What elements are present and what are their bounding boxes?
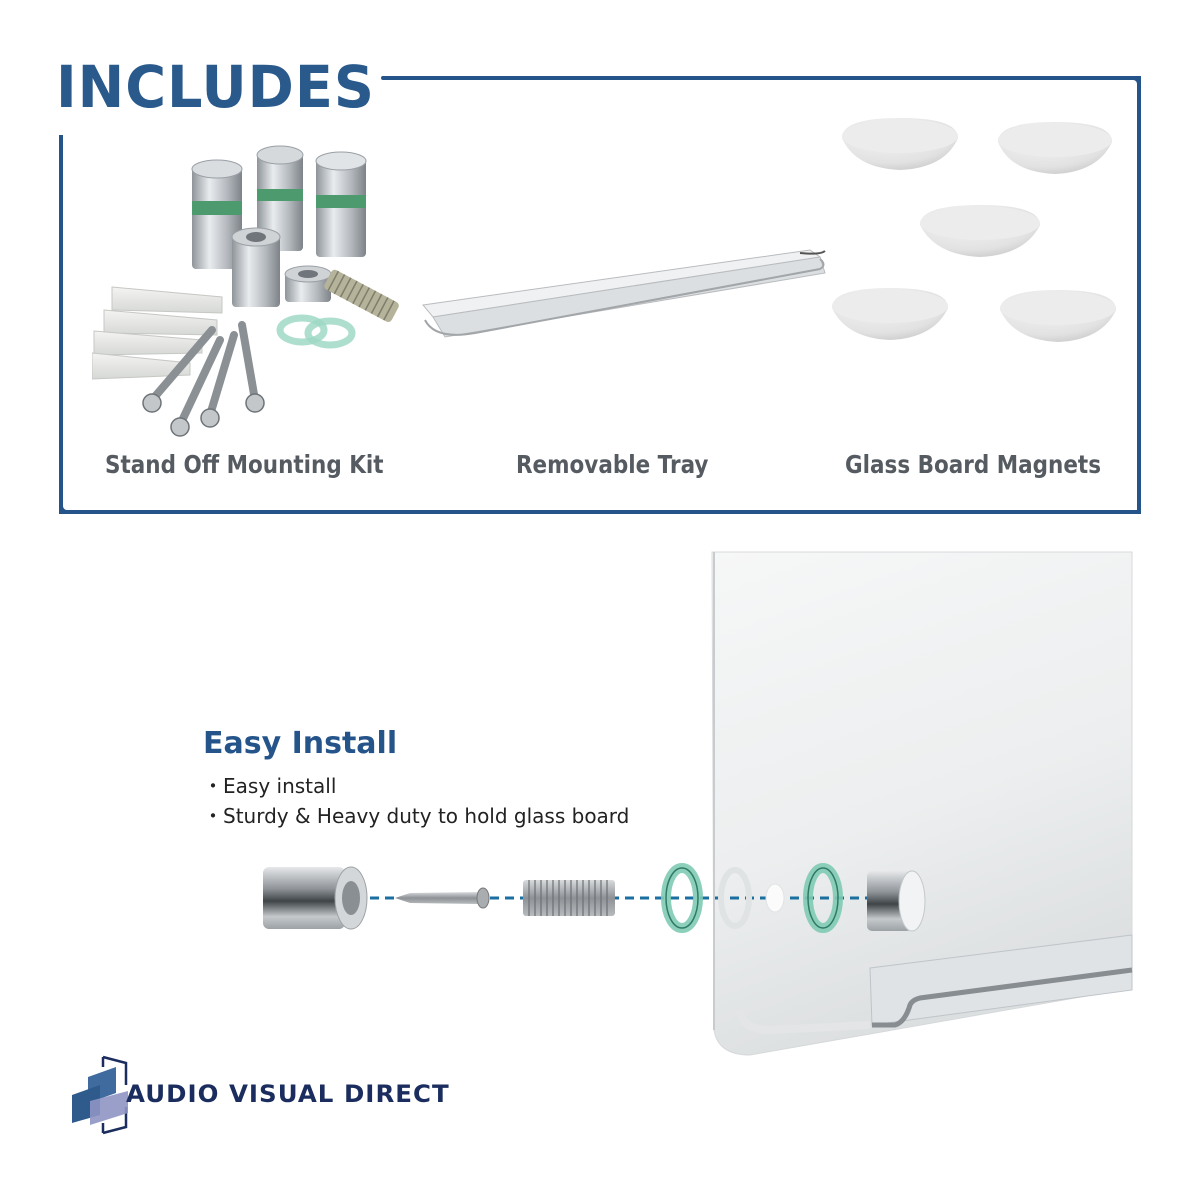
install-bullet: ・Sturdy & Heavy duty to hold glass board [203,800,629,829]
frame-border-corner [59,500,73,514]
standoff-cap-part [867,870,926,932]
magnet [920,205,1040,257]
includes-heading: INCLUDES [56,53,375,121]
standoff-base [284,265,332,302]
easy-install-heading: Easy Install [203,726,398,761]
standoff-barrel [315,151,367,257]
magnet [832,288,948,340]
frame-border-top [381,76,1141,80]
item-caption-removable-tray: Removable Tray [516,450,709,479]
item-caption-magnets: Glass Board Magnets [845,450,1102,479]
washer [276,314,328,346]
standoff-barrel [256,145,304,251]
brand-logo-icon [72,1055,128,1135]
magnet [842,118,958,170]
bullet-glyph: ・ [203,774,223,798]
install-diagram [263,863,926,933]
item-caption-standoff-kit: Stand Off Mounting Kit [105,450,384,479]
magnet [998,122,1112,174]
magnet [1000,290,1116,342]
screws [148,321,259,429]
bullet-glyph: ・ [203,804,223,828]
threaded-rod [324,269,399,323]
glass-board-image [711,551,1133,1056]
frame-border-right [1137,76,1141,514]
threaded-rod-part [523,880,615,916]
glass-hole [765,883,785,913]
frame-border-bottom [59,510,1141,514]
standoff-barrel [191,159,243,269]
standoff-mounting-kit-image [92,145,399,437]
washer [304,317,356,349]
frame-border-left [59,135,63,514]
install-bullet: ・Easy install [203,770,336,799]
standoff-base [231,227,281,307]
removable-tray-image [422,249,826,338]
wood-screw-part [395,887,490,909]
glass-board-magnets-image [832,118,1116,342]
glass-hole [718,867,752,929]
brand-name: AUDIO VISUAL DIRECT [126,1080,450,1108]
wall-anchors [92,286,223,380]
barrel-cap-part [263,866,368,930]
